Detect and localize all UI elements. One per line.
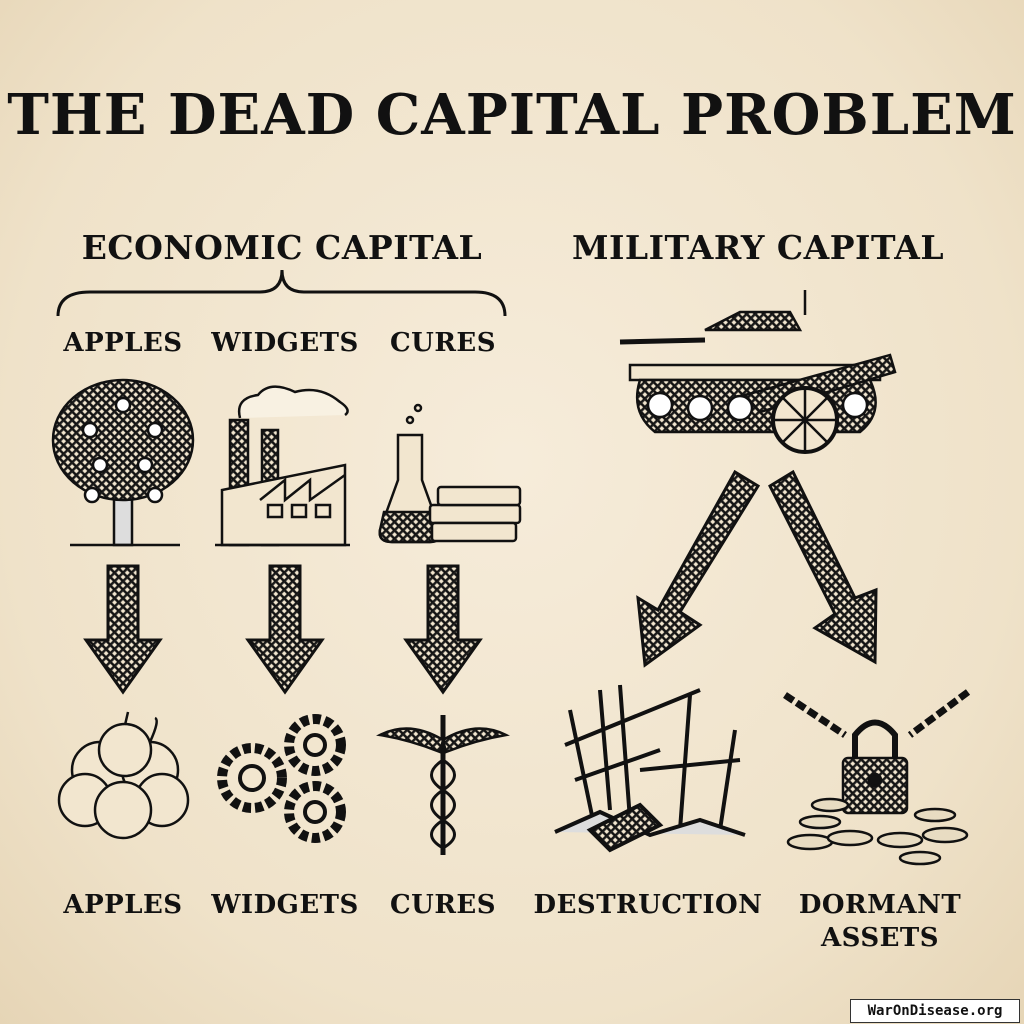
brace	[56, 269, 507, 317]
tank-with-cannon-icon	[619, 290, 897, 454]
padlock-chains-coins-icon	[783, 689, 971, 866]
input-label-apples: APPLES	[63, 328, 183, 358]
output-label-apples: APPLES	[63, 890, 183, 920]
economic-capital-heading: ECONOMIC CAPITAL	[81, 228, 483, 267]
apple-tree-icon	[51, 378, 195, 547]
arrow-down-cures	[403, 564, 483, 695]
factory-icon	[215, 385, 350, 547]
arrow-to-destruction	[636, 469, 761, 668]
arrow-to-dormant-assets	[768, 469, 878, 665]
output-label-destruction: DESTRUCTION	[533, 890, 763, 920]
destruction-rubble-icon	[554, 684, 746, 853]
caduceus-icon	[376, 715, 510, 855]
apples-pile-icon	[57, 711, 190, 840]
output-label-dormant: DORMANT	[798, 890, 962, 920]
output-label-cures: CURES	[389, 890, 497, 920]
gears-icon	[217, 714, 346, 843]
flask-and-books-icon	[378, 403, 522, 544]
arrow-down-widgets	[245, 564, 325, 695]
watermark: WarOnDisease.org	[850, 999, 1020, 1023]
input-label-widgets: WIDGETS	[211, 328, 359, 358]
input-label-cures: CURES	[389, 328, 497, 358]
page-title: THE DEAD CAPITAL PROBLEM	[7, 82, 1017, 148]
military-capital-heading: MILITARY CAPITAL	[571, 228, 945, 267]
output-label-assets: ASSETS	[820, 923, 940, 953]
arrow-down-apples	[83, 564, 163, 695]
output-label-widgets: WIDGETS	[211, 890, 359, 920]
